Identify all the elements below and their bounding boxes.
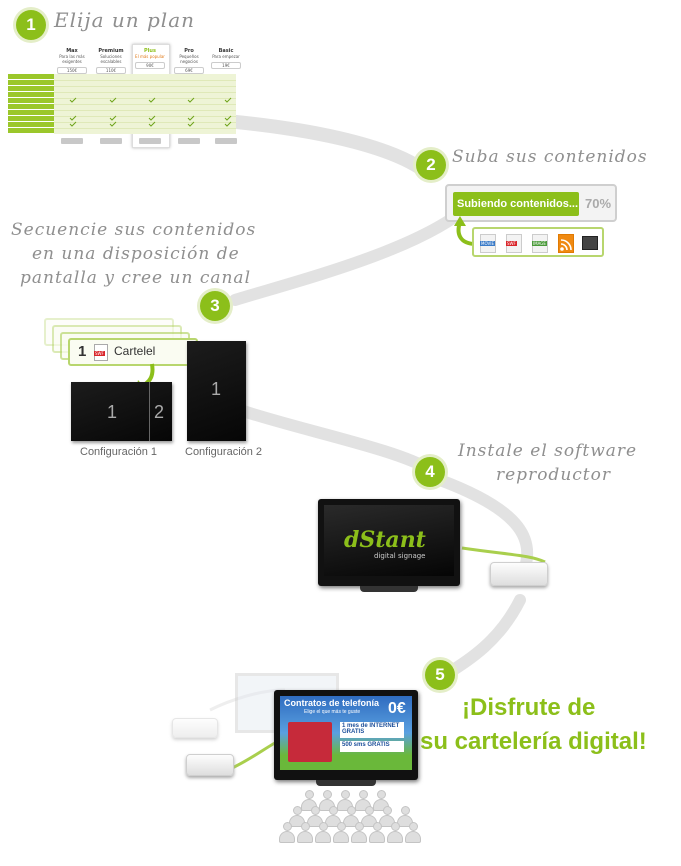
ad-subtitle: Elige el que más te guste bbox=[304, 709, 361, 715]
player-box bbox=[490, 562, 548, 586]
tv-stand bbox=[360, 586, 418, 592]
ad-phones-image bbox=[288, 722, 332, 762]
card-number: 1 bbox=[78, 343, 87, 360]
zone-divider bbox=[149, 382, 150, 441]
config-2-screen[interactable]: 1 bbox=[187, 341, 246, 441]
web-monitor-icon bbox=[582, 236, 598, 250]
upload-progress-bar: Subiendo contenidos... bbox=[453, 192, 579, 216]
step-3-title-line-3: pantalla y cree un canal bbox=[20, 268, 252, 288]
signage-player-box bbox=[186, 754, 234, 776]
step-1-badge: 1 bbox=[16, 10, 46, 40]
config-1-screen[interactable]: 1 2 bbox=[71, 382, 172, 441]
register-button-basic[interactable] bbox=[215, 138, 237, 144]
ad-price: 0€ bbox=[388, 700, 406, 717]
dstant-logo-subtitle: digital signage bbox=[374, 552, 426, 560]
register-button-plus[interactable] bbox=[139, 138, 161, 144]
signage-tv: Contratos de telefonía Elige el que más … bbox=[274, 690, 418, 780]
tv-screen: dStant digital signage bbox=[324, 505, 454, 576]
config-2-label: Configuración 2 bbox=[185, 446, 263, 458]
swf-file-icon: SWF bbox=[506, 234, 522, 253]
register-button-pro[interactable] bbox=[178, 138, 200, 144]
step-4-badge: 4 bbox=[415, 457, 445, 487]
register-button-max[interactable] bbox=[61, 138, 83, 144]
ad-promo-2: 500 sms GRATIS bbox=[340, 741, 404, 752]
file-types-box: MOVIE SWF IMAGE bbox=[472, 227, 604, 257]
zone-2-label: 2 bbox=[154, 402, 165, 422]
card-label: Cartelel bbox=[114, 344, 156, 358]
signage-tv-stand bbox=[316, 780, 376, 786]
upload-progress-box: Subiendo contenidos... 70% bbox=[445, 184, 617, 222]
step-5-badge: 5 bbox=[425, 660, 455, 690]
signage-ad: Contratos de telefonía Elige el que más … bbox=[280, 696, 412, 770]
ad-title: Contratos de telefonía bbox=[284, 698, 380, 708]
upload-percent: 70% bbox=[585, 196, 612, 211]
step-2-title: Suba sus contenidos bbox=[452, 147, 648, 167]
zone-1-label: 1 bbox=[211, 379, 222, 399]
ghost-player-box bbox=[172, 718, 218, 738]
player-tv: dStant digital signage bbox=[318, 499, 460, 586]
config-1-label: Configuración 1 bbox=[80, 446, 158, 458]
dstant-logo: dStant bbox=[344, 527, 426, 553]
enjoy-headline-line-1: ¡Disfrute de bbox=[462, 694, 596, 721]
step-4-title-line-2: reproductor bbox=[496, 465, 611, 485]
swf-file-icon: SWF bbox=[94, 344, 108, 361]
content-card[interactable]: 1 SWF Cartelel bbox=[68, 338, 198, 366]
enjoy-headline-line-2: su cartelería digital! bbox=[420, 728, 647, 755]
step-1-title: Elija un plan bbox=[54, 8, 195, 32]
image-file-icon: IMAGE bbox=[532, 234, 548, 253]
movie-file-icon: MOVIE bbox=[480, 234, 496, 253]
zone-1-label: 1 bbox=[107, 402, 118, 422]
step-3-title-line-1: Secuencie sus contenidos bbox=[11, 220, 257, 240]
register-button-premium[interactable] bbox=[100, 138, 122, 144]
rss-icon bbox=[558, 234, 574, 253]
ad-promo-1: 1 mes de INTERNET GRATIS bbox=[340, 722, 404, 738]
feature-grid bbox=[54, 74, 236, 134]
step-2-badge: 2 bbox=[416, 150, 446, 180]
step-4-title-line-1: Instale el software bbox=[458, 441, 638, 461]
feature-column bbox=[8, 74, 54, 134]
step-3-badge: 3 bbox=[200, 291, 230, 321]
step-3-title-line-2: en una disposición de bbox=[32, 244, 240, 264]
